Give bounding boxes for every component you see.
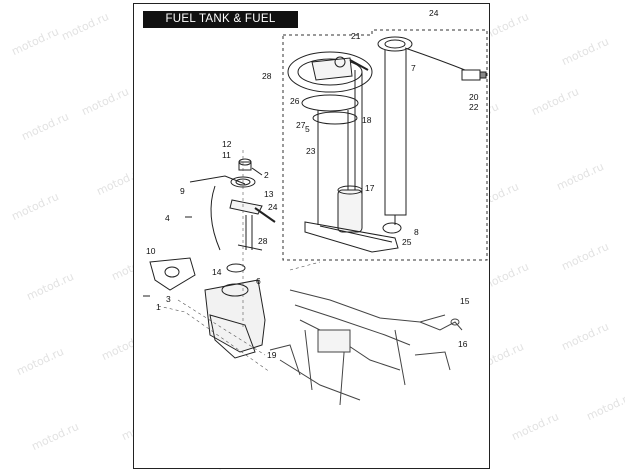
fuel-level-sender xyxy=(377,36,487,234)
callout-number: 22 xyxy=(469,102,479,112)
callout-number: 28 xyxy=(258,236,268,246)
callout-number: 1 xyxy=(156,302,161,312)
callout-number: 12 xyxy=(222,139,232,149)
callout-number: 23 xyxy=(306,146,316,156)
callout-number: 16 xyxy=(458,339,468,349)
callout-number: 15 xyxy=(460,296,470,306)
callout-number: 14 xyxy=(212,267,222,277)
callout-number: 24 xyxy=(268,202,278,212)
callout-number: 9 xyxy=(180,186,185,196)
callout-number: 20 xyxy=(469,92,479,102)
motorcycle-frame xyxy=(269,289,463,406)
fuel-valve-assembly xyxy=(185,158,276,251)
callout-number: 26 xyxy=(290,96,300,106)
callout-number: 11 xyxy=(222,150,231,160)
leader-lines xyxy=(157,150,321,373)
callout-number: 6 xyxy=(256,276,261,286)
callout-number: 7 xyxy=(411,63,416,73)
callout-number: 21 xyxy=(351,31,361,41)
diagram-title: FUEL TANK & FUEL MODULE xyxy=(143,11,298,42)
diagram-sheet xyxy=(133,3,490,469)
callout-number: 18 xyxy=(362,115,372,125)
callout-number: 2 xyxy=(264,170,269,180)
callout-number: 27 xyxy=(296,120,306,130)
callout-number: 17 xyxy=(365,183,375,193)
callout-number: 3 xyxy=(166,294,171,304)
callout-number: 10 xyxy=(146,246,156,256)
callout-number: 25 xyxy=(402,237,412,247)
callout-number: 4 xyxy=(165,213,170,223)
callout-number: 5 xyxy=(305,124,310,134)
callout-number: 8 xyxy=(414,227,419,237)
callout-number: 28 xyxy=(262,71,272,81)
fuel-pump-module xyxy=(287,51,399,253)
fuel-tank xyxy=(143,257,266,359)
module-frame-dashed xyxy=(282,29,488,261)
callout-number: 13 xyxy=(264,189,274,199)
callout-number: 24 xyxy=(429,8,439,18)
callout-number: 19 xyxy=(267,350,277,360)
